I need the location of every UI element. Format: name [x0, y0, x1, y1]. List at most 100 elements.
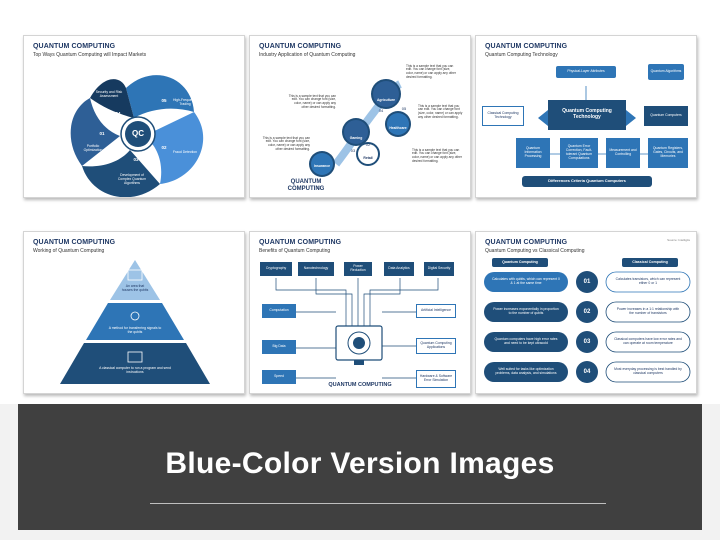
- footer-label: QUANTUM COMPUTING: [287, 179, 325, 192]
- bubble-num: 05: [401, 105, 407, 111]
- row-num: 02: [583, 308, 591, 315]
- benefit-right: Hardware & Software Error Simulation: [416, 370, 456, 388]
- slide-title: QUANTUM COMPUTING: [33, 43, 116, 50]
- tier-label: An area that houses the qubits: [121, 284, 149, 292]
- footer-bar: Differences Criteria Quantum Computers: [522, 176, 652, 187]
- sample-text: This is a sample text that you can edit.…: [288, 93, 336, 109]
- segment-num: 05: [161, 98, 167, 104]
- slide-thumbnail-working[interactable]: QUANTUM COMPUTING Working of Quantum Com…: [23, 231, 245, 394]
- benefit-top: Power Reduction: [344, 262, 372, 276]
- benefit-top: Data Analytics: [384, 262, 414, 276]
- benefits-diagram: Cryptography Nanotechnology Power Reduct…: [250, 256, 470, 393]
- tier-label: A classical computer to run a program an…: [99, 366, 171, 374]
- row-left: Well suited for tasks like optimization …: [495, 367, 557, 375]
- benefit-right: Quantum Computing Applications: [416, 338, 456, 354]
- slide-thumbnail-benefits[interactable]: QUANTUM COMPUTING Benefits of Quantum Co…: [249, 231, 471, 394]
- bubble-label: Retail: [363, 156, 373, 161]
- row-left: Calculates with qubits, which can repres…: [492, 277, 560, 285]
- benefit-left: Speed: [262, 370, 296, 384]
- slide-subtitle: Industry Application of Quantum Computin…: [259, 52, 356, 58]
- bubble-num: 01: [316, 184, 322, 190]
- pyramid-diagram: An area that houses the qubits A method …: [24, 256, 244, 393]
- row-num: 04: [583, 368, 591, 375]
- segment-label: High-Frequency Trading: [172, 98, 198, 106]
- row-left: Quantum computers have high error rates …: [494, 337, 558, 345]
- segment-petal: [126, 75, 194, 118]
- segment-petal: [70, 98, 120, 166]
- bubble-label: Gaming: [349, 136, 363, 141]
- benefit-top: Digital Security: [424, 262, 454, 276]
- row-left: Power increases exponentially in proport…: [493, 307, 559, 315]
- comparison-diagram: Quantum Computing Classical Computing Ca…: [476, 256, 696, 393]
- bubble-num: 04: [378, 107, 384, 113]
- bottom-box: Measurement and Controlling: [606, 138, 640, 168]
- segment-petal: [144, 112, 204, 184]
- segment-petal: [90, 79, 134, 118]
- technology-diagram: Physical-Layer Attributes Quantum Algori…: [476, 60, 696, 197]
- bubble-diagram: Insurance 01 Retail 02 Gaming 03 Healthc…: [250, 60, 470, 197]
- row-right: Classical computers have low error rates…: [614, 337, 682, 345]
- bubble-num: 03: [350, 147, 356, 153]
- benefit-top: Cryptography: [260, 262, 292, 276]
- slide-subtitle: Quantum Computing Technology: [485, 52, 558, 58]
- bubble-label: Agriculture: [376, 98, 396, 103]
- slide-thumbnail-industry-application[interactable]: QUANTUM COMPUTING Industry Application o…: [249, 35, 471, 198]
- bottom-box: Quantum Error Correction, Fault-tolerant…: [560, 138, 598, 168]
- right-side-box: Quantum Computers: [644, 106, 688, 126]
- tier-label: A method for transferring signals to the…: [108, 326, 162, 334]
- top-right-box: Quantum Algorithms: [648, 64, 684, 80]
- segment-label: Fraud Detection: [172, 150, 198, 155]
- banner-area: Blue-Color Version Images: [0, 404, 720, 540]
- source-note: Source: Intelligits: [667, 238, 690, 243]
- left-side-box: Classical Computing Technology: [482, 106, 524, 126]
- benefit-left: Big Data: [262, 340, 296, 354]
- benefit-right: Artificial Intelligence: [416, 304, 456, 318]
- footer-label: QUANTUM COMPUTING: [328, 381, 392, 388]
- segment-num: 03: [133, 157, 139, 163]
- center-label: QC: [132, 129, 144, 139]
- sample-text: This is a sample text that you can edit.…: [406, 63, 456, 79]
- row-num: 03: [583, 338, 591, 345]
- swirl-diagram: QC 05 High-Frequency Trading 02 Fraud De…: [24, 60, 244, 197]
- slide-title: QUANTUM COMPUTING: [485, 43, 568, 50]
- segment-num: 01: [99, 131, 105, 137]
- row-right: Power increases in a 1:1 relationship wi…: [616, 307, 680, 315]
- segment-label: Portfolio Optimization: [83, 144, 103, 152]
- segment-label: Development of Complex Quantum Algorithm…: [117, 173, 147, 185]
- row-num: 01: [583, 278, 591, 285]
- segment-num: 04: [115, 111, 121, 117]
- segment-label: Security and Risk Assessment: [95, 90, 123, 98]
- slide-subtitle: Top Ways Quantum Computing will Impact M…: [33, 52, 147, 58]
- row-right: Calculates transistors, which can repres…: [615, 277, 681, 285]
- slide-thumbnail-technology[interactable]: QUANTUM COMPUTING Quantum Computing Tech…: [475, 35, 697, 198]
- slide-subtitle: Quantum Computing vs Classical Computing: [485, 248, 585, 254]
- benefit-top: Nanotechnology: [298, 262, 334, 276]
- slide-subtitle: Working of Quantum Computing: [33, 248, 105, 254]
- slide-title: QUANTUM COMPUTING: [33, 239, 116, 246]
- right-header: Classical Computing: [622, 258, 678, 267]
- sample-text: This is a sample text that you can edit.…: [262, 135, 310, 151]
- slide-subtitle: Benefits of Quantum Computing: [259, 248, 331, 254]
- segment-petal: [82, 150, 160, 197]
- banner-underline: [150, 503, 606, 504]
- segment-num: 02: [161, 145, 167, 151]
- sample-text: This is a sample text that you can edit.…: [412, 147, 462, 163]
- bubble-label: Insurance: [313, 164, 331, 169]
- bubble-label: Healthcare: [389, 126, 407, 131]
- left-header: Quantum Computing: [492, 258, 548, 267]
- slide-title: QUANTUM COMPUTING: [259, 239, 342, 246]
- slide-thumbnail-top-ways[interactable]: QUANTUM COMPUTING Top Ways Quantum Compu…: [23, 35, 245, 198]
- row-right: Most everyday processing is best handled…: [614, 367, 682, 375]
- center-box: Quantum Computing Technology: [548, 100, 626, 130]
- banner-title: Blue-Color Version Images: [165, 447, 555, 480]
- bottom-box: Quantum Information Processing: [516, 138, 550, 168]
- slide-title: QUANTUM COMPUTING: [259, 43, 342, 50]
- slide-title: QUANTUM COMPUTING: [485, 239, 568, 246]
- sample-text: This is a sample text that you can edit.…: [418, 103, 463, 119]
- top-left-box: Physical-Layer Attributes: [556, 66, 616, 78]
- bubble-num: 02: [365, 141, 371, 147]
- benefit-left: Computation: [262, 304, 296, 318]
- bottom-box: Quantum Registers, Gates, Circuits, and …: [648, 138, 688, 168]
- banner: Blue-Color Version Images: [18, 404, 702, 530]
- slide-thumbnail-vs-classical[interactable]: QUANTUM COMPUTING Quantum Computing vs C…: [475, 231, 697, 394]
